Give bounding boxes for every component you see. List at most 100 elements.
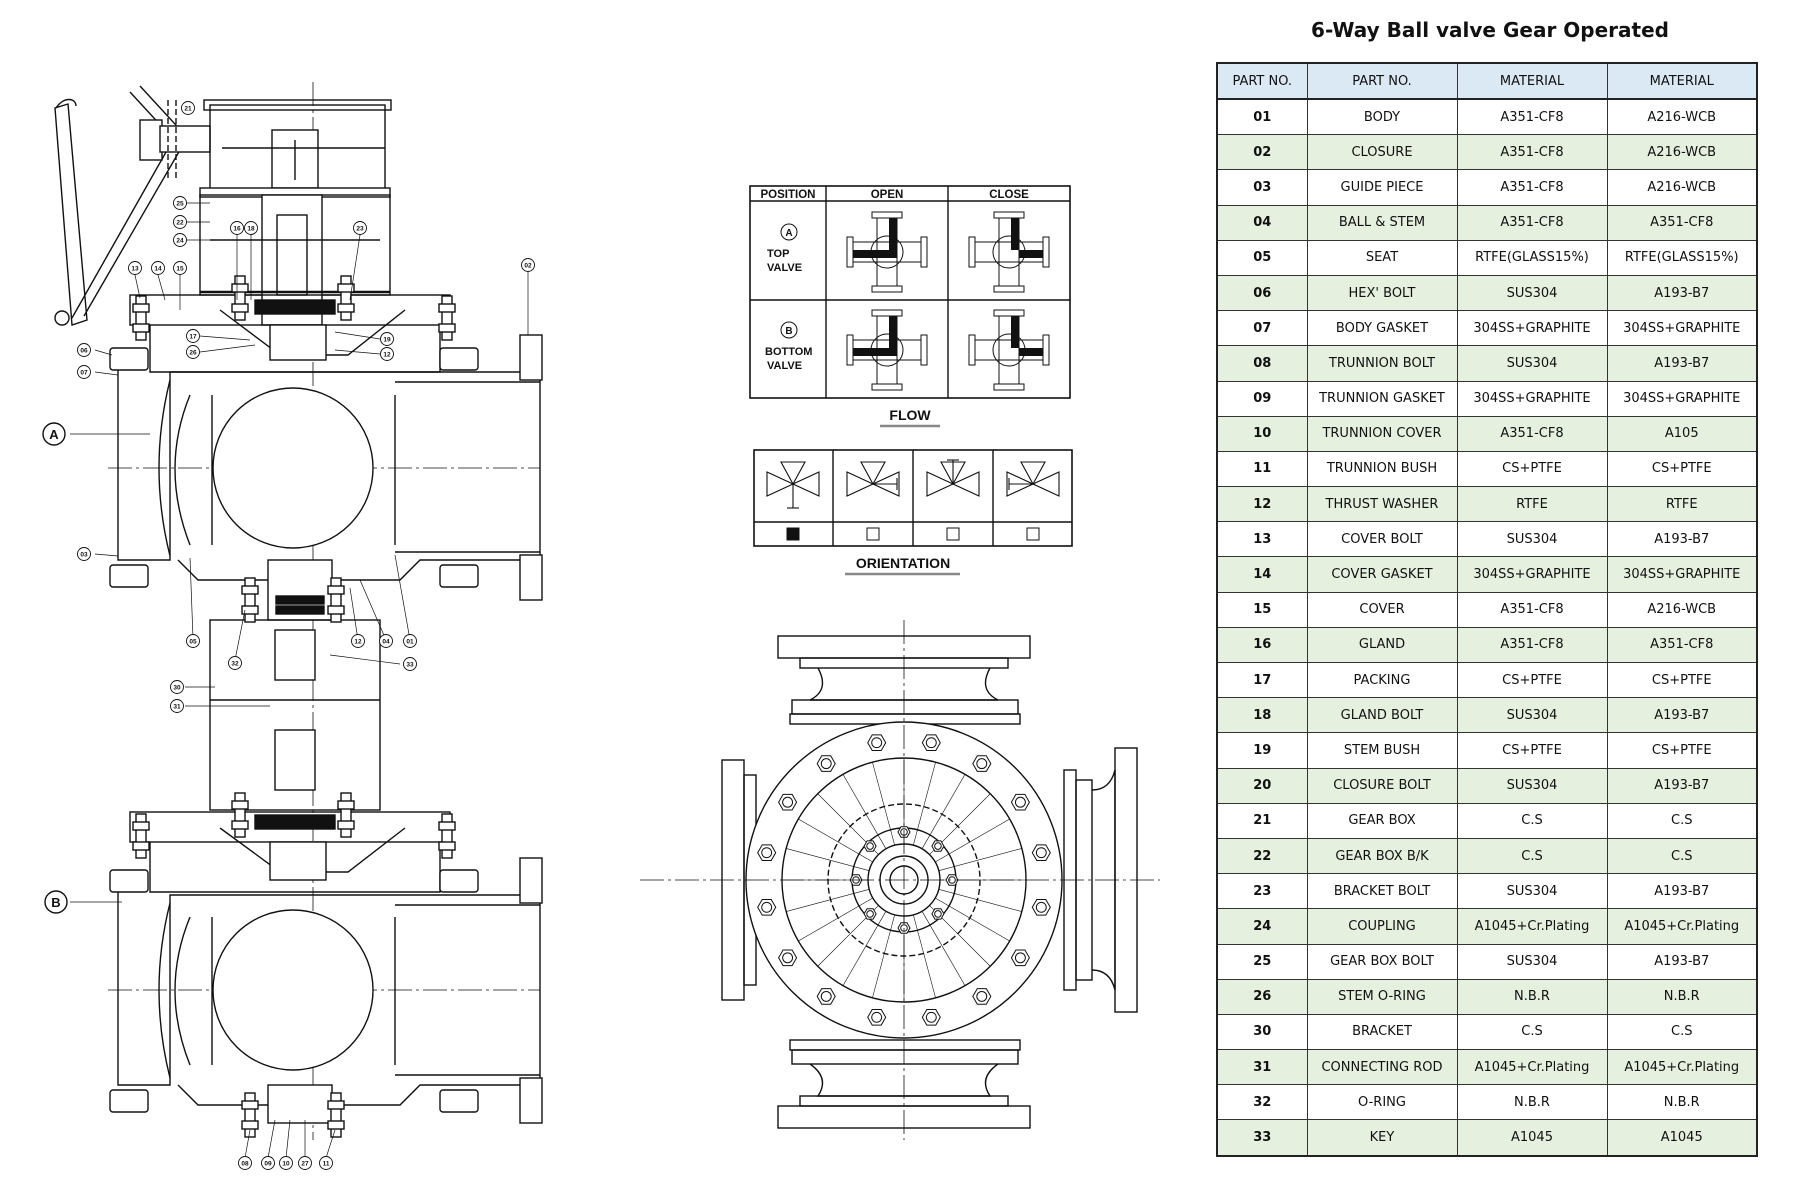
balloon-23: 23: [353, 221, 367, 235]
orientation-checkbox-3: [946, 527, 960, 541]
part-number-cell: 17: [1216, 661, 1308, 699]
material-cell: A1045+Cr.Plating: [1456, 1049, 1608, 1086]
part-number-cell: 05: [1216, 239, 1308, 276]
balloon-01: 01: [403, 634, 417, 648]
orientation-symbol-2: [846, 461, 900, 497]
part-name-cell: BODY: [1306, 98, 1458, 136]
svg-text:33: 33: [406, 662, 414, 669]
material-alt-cell: C.S: [1606, 837, 1758, 875]
part-name-cell: BRACKET BOLT: [1306, 873, 1458, 910]
part-name-cell: COUPLING: [1306, 908, 1458, 945]
part-number-cell: 21: [1216, 802, 1308, 839]
part-name-cell: CONNECTING ROD: [1306, 1049, 1458, 1086]
balloon-15: 15: [173, 261, 187, 275]
svg-text:16: 16: [233, 226, 241, 233]
material-cell: SUS304: [1456, 274, 1608, 312]
section-marker-a: A: [42, 422, 66, 446]
material-alt-cell: A193-B7: [1606, 697, 1758, 734]
balloon-05: 05: [186, 634, 200, 648]
part-name-cell: GEAR BOX BOLT: [1306, 943, 1458, 980]
part-number-cell: 31: [1216, 1049, 1308, 1086]
svg-text:17: 17: [189, 334, 197, 341]
part-number-cell: 13: [1216, 521, 1308, 558]
part-name-cell: BRACKET: [1306, 1013, 1458, 1051]
balloon-18: 18: [244, 221, 258, 235]
part-number-cell: 04: [1216, 204, 1308, 241]
balloon-02: 02: [521, 258, 535, 272]
column-header-material-2: MATERIAL: [1606, 62, 1758, 100]
balloon-06: 06: [77, 343, 91, 357]
material-cell: RTFE(GLASS15%): [1456, 239, 1608, 276]
orientation-checkbox-2: [866, 527, 880, 541]
material-alt-cell: A1045+Cr.Plating: [1606, 1049, 1758, 1086]
column-header-part-name: PART NO.: [1306, 62, 1458, 100]
svg-text:18: 18: [247, 226, 255, 233]
balloon-07: 07: [77, 365, 91, 379]
svg-text:02: 02: [524, 263, 532, 270]
balloon-12: 12: [380, 347, 394, 361]
material-alt-cell: CS+PTFE: [1606, 450, 1758, 488]
svg-text:01: 01: [406, 639, 414, 646]
material-cell: N.B.R: [1456, 978, 1608, 1015]
balloon-14: 14: [151, 261, 165, 275]
svg-text:04: 04: [382, 639, 390, 646]
material-cell: C.S: [1456, 1013, 1608, 1051]
balloon-09: 09: [261, 1156, 275, 1170]
material-cell: A351-CF8: [1456, 169, 1608, 206]
material-cell: C.S: [1456, 802, 1608, 839]
flow-bottom-close: [968, 309, 1050, 391]
part-name-cell: COVER: [1306, 591, 1458, 628]
material-cell: SUS304: [1456, 873, 1608, 910]
material-alt-cell: 304SS+GRAPHITE: [1606, 310, 1758, 347]
part-name-cell: TRUNNION BOLT: [1306, 345, 1458, 382]
svg-text:12: 12: [383, 352, 391, 359]
svg-text:10: 10: [282, 1161, 290, 1168]
balloon-19: 19: [380, 332, 394, 346]
svg-text:15: 15: [176, 266, 184, 273]
part-number-cell: 12: [1216, 486, 1308, 523]
part-name-cell: BALL & STEM: [1306, 204, 1458, 241]
material-alt-cell: A1045: [1606, 1119, 1758, 1157]
material-alt-cell: C.S: [1606, 802, 1758, 839]
page-title: 6-Way Ball valve Gear Operated: [1311, 18, 1669, 42]
balloon-33: 33: [403, 657, 417, 671]
orientation-checkbox-4: [1026, 527, 1040, 541]
part-name-cell: KEY: [1306, 1119, 1458, 1157]
svg-text:25: 25: [176, 201, 184, 208]
balloon-17: 17: [186, 329, 200, 343]
part-name-cell: STEM BUSH: [1306, 732, 1458, 769]
part-number-cell: 19: [1216, 732, 1308, 769]
flow-label-valve: VALVE: [767, 262, 802, 274]
part-name-cell: SEAT: [1306, 239, 1458, 276]
part-name-cell: CLOSURE: [1306, 134, 1458, 171]
balloon-04: 04: [379, 634, 393, 648]
balloon-31: 31: [170, 699, 184, 713]
material-alt-cell: A193-B7: [1606, 767, 1758, 804]
column-header-material-1: MATERIAL: [1456, 62, 1608, 100]
flow-bottom-open: [846, 309, 928, 391]
material-cell: A351-CF8: [1456, 204, 1608, 241]
svg-text:31: 31: [173, 704, 181, 711]
part-number-cell: 24: [1216, 908, 1308, 945]
material-alt-cell: A193-B7: [1606, 274, 1758, 312]
material-cell: CS+PTFE: [1456, 732, 1608, 769]
material-cell: SUS304: [1456, 943, 1608, 980]
part-number-cell: 01: [1216, 98, 1308, 136]
top-valve-body: [109, 334, 543, 601]
